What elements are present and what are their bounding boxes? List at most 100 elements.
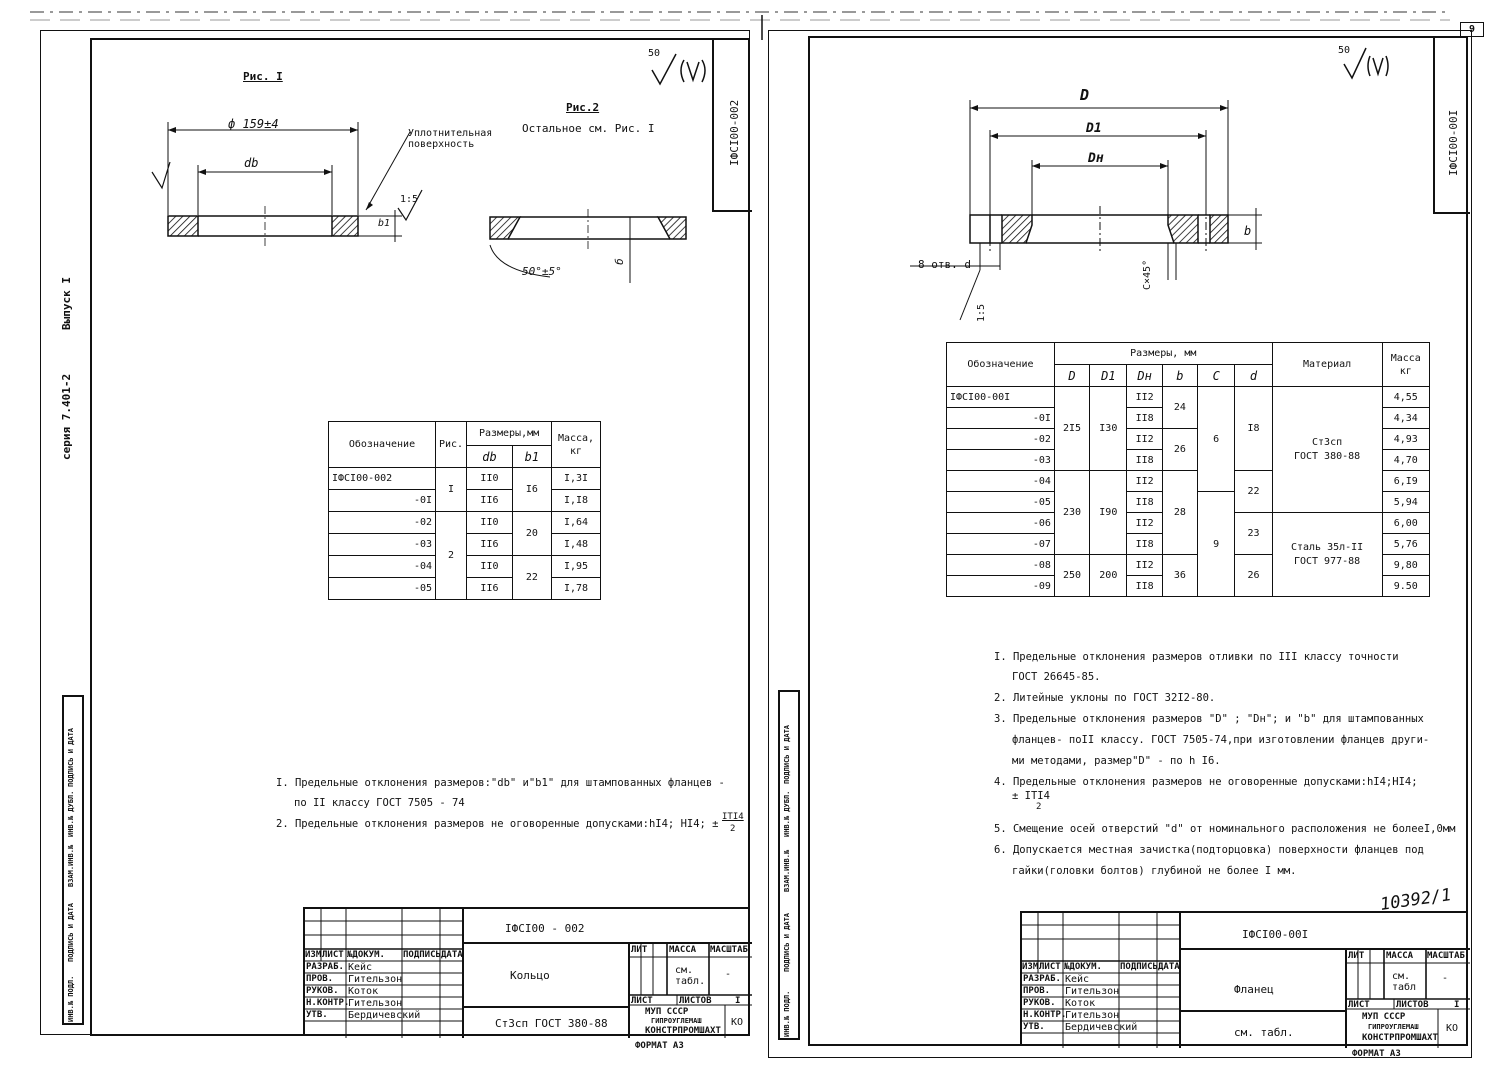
cell-material: Ст3сп ГОСТ 380-88 bbox=[1271, 386, 1383, 513]
left-stamp: ИЗМ ЛИСТ №ДОКУМ. ПОДПИСЬ ДАТА РАЗРАБ. ПР… bbox=[303, 907, 752, 1038]
cell-Dn: II8 bbox=[1126, 449, 1163, 471]
flange-chamfer: C×45° bbox=[1142, 259, 1153, 290]
left-th-mass: Масса, кг bbox=[551, 421, 601, 468]
right-stamp-material: см. табл. bbox=[1234, 1026, 1294, 1039]
right-th-dims: Размеры, мм bbox=[1053, 342, 1273, 365]
left-note-1b: по II классу ГОСТ 7505 - 74 bbox=[294, 797, 465, 809]
left-stamp-h-scale: МАСШТАБ bbox=[710, 945, 748, 955]
table-row: -02 II2 26 4,93 bbox=[946, 428, 1431, 471]
cell-db: II6 bbox=[466, 533, 513, 556]
cell-D1: I30 bbox=[1089, 386, 1128, 471]
left-stamp-person-2: Гительзон bbox=[348, 974, 403, 985]
left-stamp-h-change: ИЗМ bbox=[305, 950, 321, 960]
right-strip-label-5: ПОДПИСЬ И ДАТА bbox=[783, 724, 791, 784]
cell-material: Сталь 35л-II ГОСТ 977-88 bbox=[1271, 512, 1383, 597]
left-note-1: I. Предельные отклонения размеров:"db" и… bbox=[276, 777, 725, 789]
right-th-material: Материал bbox=[1271, 342, 1383, 387]
fig2-title: Рис.2 bbox=[566, 101, 600, 114]
right-stamp-h-docno: №ДОКУМ. bbox=[1064, 962, 1102, 972]
flange-dim-D: D bbox=[1080, 86, 1090, 104]
fig2-drawing bbox=[489, 209, 687, 283]
cell-b: 26 bbox=[1161, 428, 1199, 471]
fig2-subtitle: Остальное см. Рис. I bbox=[522, 122, 655, 135]
left-note-2-num: IТI4 bbox=[722, 812, 744, 822]
cell-designation: -05 bbox=[946, 491, 1055, 513]
left-stamp-role-2: ПРОВ. bbox=[306, 974, 334, 984]
left-side-issue: Выпуск I bbox=[60, 277, 73, 330]
left-strip-label-4: ИНВ.№ ДУБЛ. bbox=[67, 790, 75, 837]
cell-designation: -08 bbox=[946, 554, 1055, 576]
flange-drawing bbox=[910, 100, 1262, 321]
fig1-title: Рис. I bbox=[243, 70, 283, 83]
left-stamp-sheets-val: I bbox=[735, 996, 741, 1006]
cell-designation: -02 bbox=[946, 428, 1055, 450]
cell-Dn: II2 bbox=[1126, 512, 1163, 534]
material-1-std: ГОСТ 380-88 bbox=[1293, 450, 1361, 462]
cell-d: 22 bbox=[1234, 470, 1273, 513]
left-stamp-scale-val: - bbox=[725, 969, 732, 980]
cell-mass: 5,76 bbox=[1381, 533, 1431, 555]
cell-db: II0 bbox=[466, 511, 513, 534]
cell-mass: 4,55 bbox=[1381, 386, 1431, 408]
left-th-designation: Обозначение bbox=[328, 421, 436, 468]
left-stamp-org2: ГИПРОУГЛЕМАШ bbox=[651, 1017, 702, 1025]
cell-mass: I,I8 bbox=[551, 489, 601, 512]
left-stamp-person-5: Бердичевский bbox=[348, 1010, 421, 1021]
left-stamp-h-lit: ЛИТ bbox=[631, 945, 648, 955]
cell-designation: -04 bbox=[328, 555, 436, 578]
right-stamp-ko: КО bbox=[1446, 1023, 1459, 1034]
cell-d: 23 bbox=[1234, 512, 1273, 555]
right-stamp-h-mass: МАССА bbox=[1386, 951, 1414, 961]
fig1-surface-note: Уплотнительная поверхность bbox=[408, 128, 493, 150]
cell-b1: 22 bbox=[511, 555, 553, 600]
left-note-2: 2. Предельные отклонения размеров не ого… bbox=[276, 818, 719, 830]
right-stamp-doc: IФСI00-00I bbox=[1242, 928, 1309, 941]
cell-db: II6 bbox=[466, 489, 513, 512]
top-edge bbox=[30, 11, 1450, 40]
cell-fig: 2 bbox=[434, 511, 468, 600]
right-th-Dn: Dн bbox=[1126, 364, 1163, 387]
fig2-angle: 50°±5° bbox=[522, 265, 562, 278]
right-note-3b: фланцев- поII классу. ГОСТ 7505-74,при и… bbox=[1012, 734, 1430, 746]
right-note-3: 3. Предельные отклонения размеров "D" ; … bbox=[994, 713, 1424, 725]
right-th-b: b bbox=[1161, 364, 1199, 387]
left-stamp-person-3: Коток bbox=[348, 986, 379, 997]
left-stamp-h-docno: №ДОКУМ. bbox=[347, 950, 385, 960]
cell-mass: 6,I9 bbox=[1381, 470, 1431, 492]
right-note-6b: гайки(головки болтов) глубиной не более … bbox=[1012, 865, 1297, 877]
left-stamp-org1: МУП СССР bbox=[645, 1007, 689, 1017]
left-stamp-name: Кольцо bbox=[510, 969, 550, 982]
cell-Dn: II8 bbox=[1126, 491, 1163, 513]
cell-mass: I,48 bbox=[551, 533, 601, 556]
flange-holes: 8 отв. d bbox=[918, 258, 971, 271]
cell-mass: 4,93 bbox=[1381, 428, 1431, 450]
cell-designation: -04 bbox=[946, 470, 1055, 492]
fig2-b: б bbox=[612, 258, 626, 265]
right-note-1: I. Предельные отклонения размеров отливк… bbox=[994, 651, 1399, 663]
cell-b: 28 bbox=[1161, 470, 1199, 555]
left-stamp-person-4: Гительзон bbox=[348, 998, 403, 1009]
cell-Dn: II8 bbox=[1126, 575, 1163, 597]
table-row: -05 II6 I,78 bbox=[328, 577, 601, 600]
fig1-dim-b: b1 bbox=[378, 218, 391, 229]
cell-b: 24 bbox=[1161, 386, 1199, 429]
right-code-text: IФСI00-00I bbox=[1447, 109, 1460, 176]
right-stamp-name: Фланец bbox=[1234, 983, 1274, 996]
left-stamp-h-sheet: ЛИСТ bbox=[322, 950, 344, 960]
flange-dim-Dn: Dн bbox=[1088, 151, 1104, 166]
material-1: Ст3сп bbox=[1312, 436, 1343, 448]
fig1-drawing bbox=[151, 122, 423, 246]
right-stamp-role-1: РАЗРАБ. bbox=[1023, 974, 1061, 984]
left-stamp-role-1: РАЗРАБ. bbox=[306, 962, 344, 972]
table-row: IФСI00-002 I II0 I6 I,3I bbox=[328, 467, 601, 512]
right-stamp-org2: ГИПРОУГЛЕМАШ bbox=[1368, 1023, 1419, 1031]
table-row: -03 II6 I,48 bbox=[328, 533, 601, 556]
right-stamp-role-5: УТВ. bbox=[1023, 1022, 1045, 1032]
material-2: Сталь 35л-II bbox=[1290, 541, 1364, 553]
table-row: -04 230 I90 II2 28 22 6,I9 bbox=[946, 470, 1431, 555]
left-stamp-h-sign: ПОДПИСЬ bbox=[403, 950, 440, 960]
right-th-designation: Обозначение bbox=[946, 342, 1055, 387]
left-note-2-den: 2 bbox=[730, 824, 736, 834]
cell-D: 230 bbox=[1053, 470, 1091, 555]
right-stamp-role-3: РУКОВ. bbox=[1023, 998, 1056, 1008]
